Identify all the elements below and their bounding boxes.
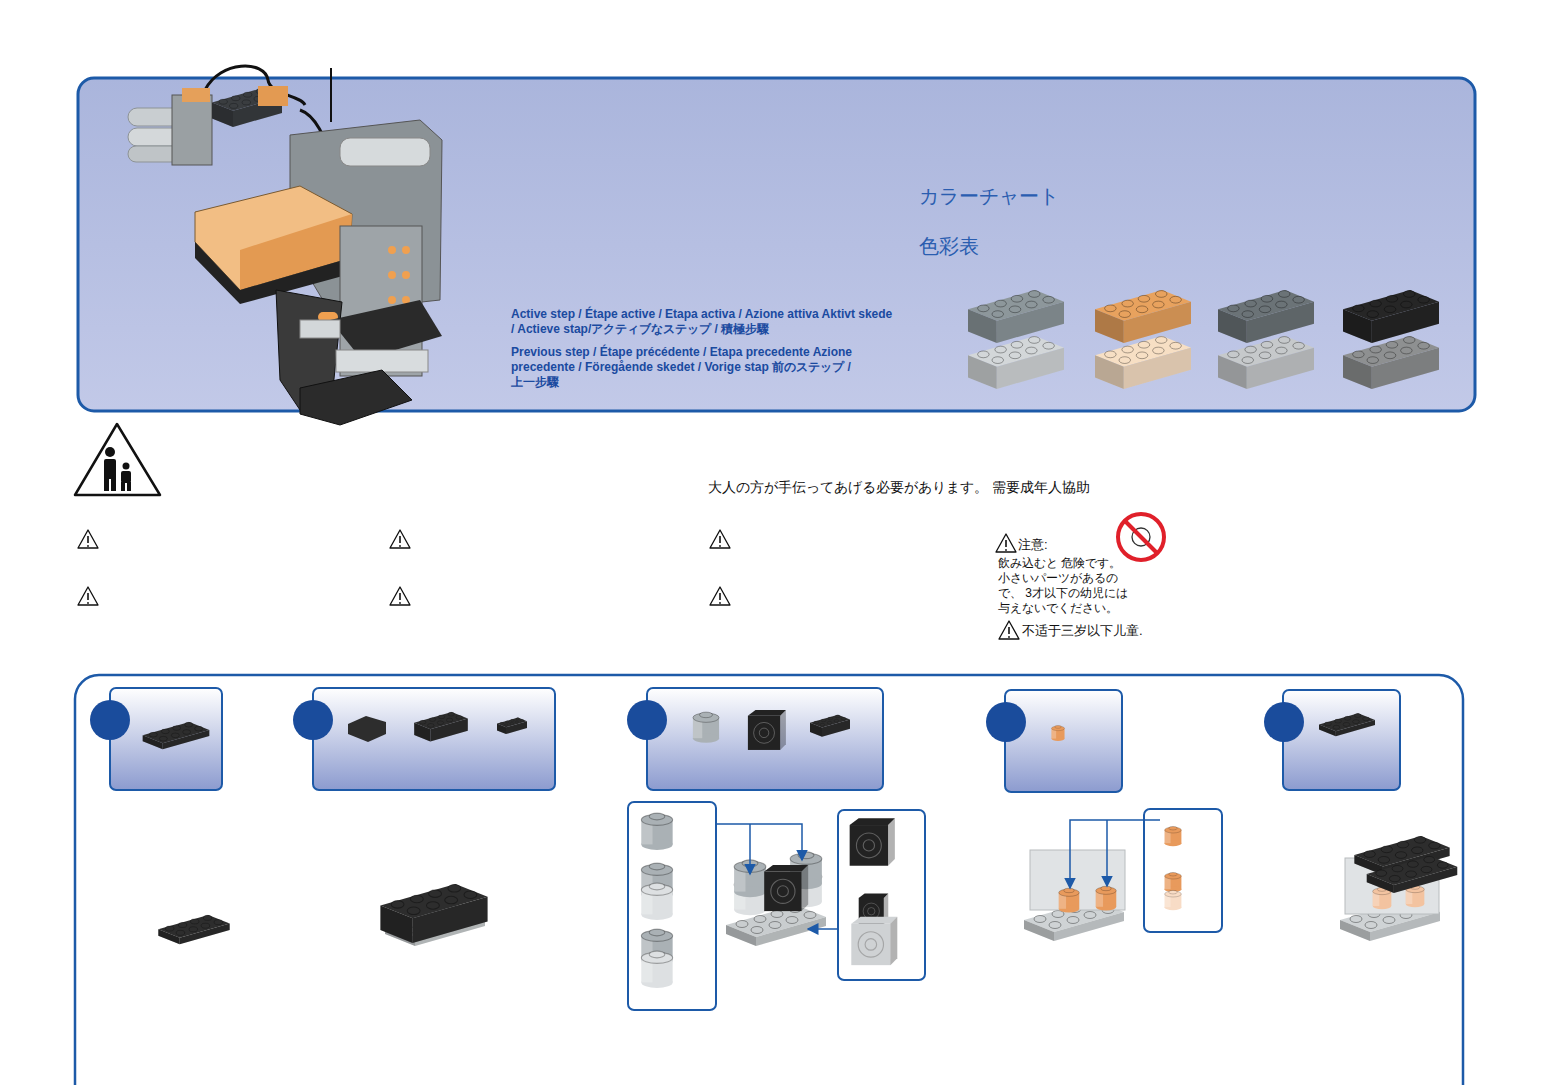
legend-text: Previous step / Étape précédente / Etapa… (511, 345, 856, 390)
warning-note: 注意: (1018, 537, 1048, 553)
color-chart-title: 色彩表 (919, 234, 979, 259)
warning-note: 飲み込むと 危険です。 小さいパーツがあるので、 3才以下の幼児には 与えないで… (998, 556, 1130, 616)
color-chart-title: カラーチャート (919, 184, 1059, 209)
legend-text: Active step / Étape active / Etapa activ… (511, 307, 896, 337)
warning-note: 大人の方が手伝ってあげる必要があります。 需要成年人協助 (708, 478, 1090, 496)
warning-note: 不适于三岁以下儿童. (1022, 623, 1143, 639)
